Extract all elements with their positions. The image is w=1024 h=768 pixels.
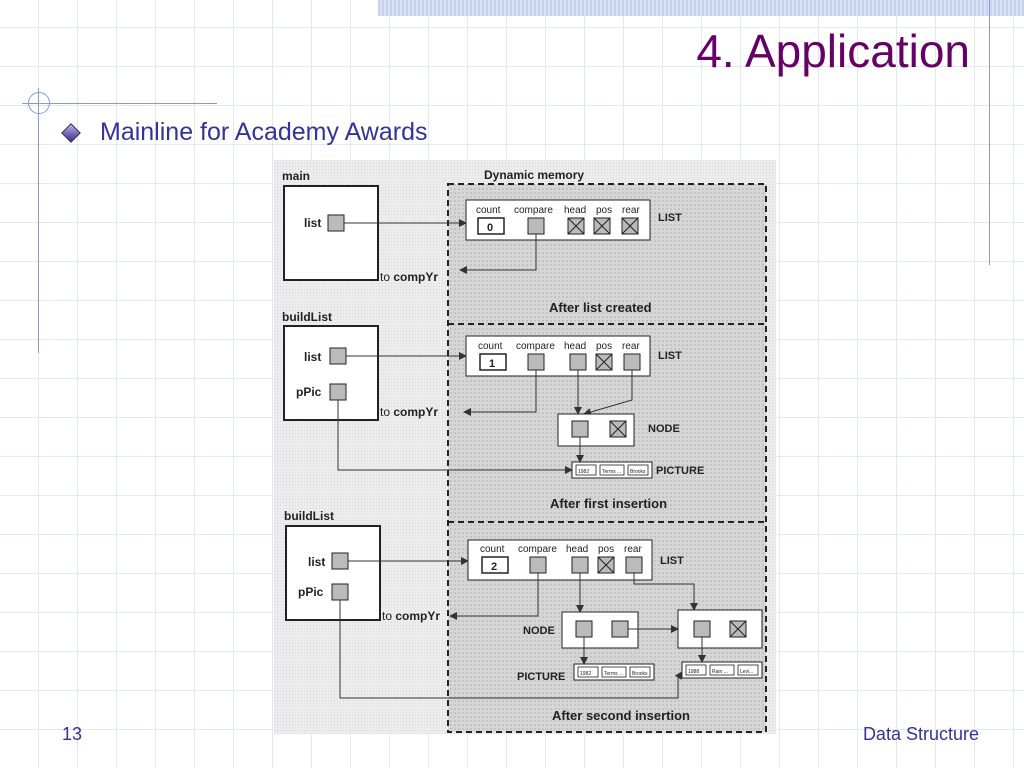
linked-list-diagram: main Dynamic memory list count compare h… <box>274 160 776 734</box>
to-label: to compYr <box>382 609 440 623</box>
null-cross <box>597 556 615 574</box>
field-label: count <box>476 205 501 216</box>
picture-field: Brooks <box>632 671 648 677</box>
pointer-cell <box>527 217 545 235</box>
field-label: compare <box>516 341 555 352</box>
to-label: to compYr <box>380 405 438 419</box>
node-2 <box>677 609 763 649</box>
field-label: rear <box>622 341 640 352</box>
pointer-cell <box>575 620 593 638</box>
pointer-cell <box>527 353 545 371</box>
list-label: list <box>304 350 321 364</box>
compare-arrow <box>463 370 537 416</box>
pointer-cell <box>693 620 711 638</box>
compare-arrow <box>459 234 537 274</box>
count-cell <box>477 217 505 235</box>
field-label: compare <box>518 544 557 555</box>
count-value: 0 <box>487 222 493 234</box>
ppic-arrow <box>339 600 683 699</box>
node-tag: NODE <box>523 625 555 637</box>
field-label: pos <box>596 205 612 216</box>
pointer-cell <box>569 353 587 371</box>
null-cross <box>609 420 627 438</box>
pointer-cell <box>329 383 347 401</box>
null-cross <box>593 217 611 235</box>
field-label: count <box>480 544 505 555</box>
ppic-label: pPic <box>298 585 324 599</box>
slide-title: 4. Application <box>696 25 970 77</box>
count-cell <box>481 556 509 574</box>
list-tag: LIST <box>658 350 682 362</box>
rear-arrow <box>583 370 633 416</box>
page-number: 13 <box>62 724 83 744</box>
pointer-cell <box>611 620 629 638</box>
count-cell <box>479 353 507 371</box>
list-label: list <box>304 216 321 230</box>
count-value: 2 <box>491 561 497 573</box>
list-label: list <box>308 555 325 569</box>
diamond-bullet-icon <box>61 123 81 143</box>
pointer-cell <box>625 556 643 574</box>
field-label: rear <box>624 544 642 555</box>
buildlist-frame <box>285 525 381 621</box>
node-tag: NODE <box>648 423 680 435</box>
left-decorative-hline <box>22 103 217 104</box>
buildlist-label: buildList <box>284 509 334 523</box>
picture-field: 1982 <box>580 671 591 677</box>
rear-arrow <box>633 573 698 611</box>
pointer-cell <box>331 552 349 570</box>
picture-field: 1988 <box>688 669 699 675</box>
field-label: head <box>566 544 588 555</box>
field-label: head <box>564 205 586 216</box>
bullet-text: Mainline for Academy Awards <box>100 118 428 146</box>
right-decorative-line <box>989 0 990 265</box>
to-label: to compYr <box>380 270 438 284</box>
compare-arrow <box>449 573 539 620</box>
main-frame <box>283 185 379 281</box>
pointer-cell <box>571 420 589 438</box>
field-label: pos <box>598 544 614 555</box>
field-label: rear <box>622 205 640 216</box>
field-label: count <box>478 341 503 352</box>
pointer-cell <box>529 556 547 574</box>
list-tag: LIST <box>660 555 684 567</box>
pointer-cell <box>331 583 349 601</box>
ppic-arrow <box>337 400 573 474</box>
buildlist-label: buildList <box>282 310 332 324</box>
list-tag: LIST <box>658 212 682 224</box>
top-decorative-band <box>378 0 1024 16</box>
buildlist-frame <box>283 325 379 421</box>
null-cross <box>729 620 747 638</box>
pointer-cell <box>571 556 589 574</box>
main-label: main <box>282 169 310 183</box>
picture-field: Brooks <box>630 469 646 475</box>
picture-tag: PICTURE <box>517 671 565 683</box>
ppic-label: pPic <box>296 385 322 399</box>
decorative-circle <box>28 92 50 114</box>
field-label: compare <box>514 205 553 216</box>
picture-field: Terms ... <box>604 671 623 677</box>
left-decorative-vline <box>38 88 39 353</box>
field-label: head <box>564 341 586 352</box>
dynamic-memory-area <box>447 183 767 733</box>
field-label: pos <box>596 341 612 352</box>
pointer-cell <box>623 353 641 371</box>
null-cross <box>567 217 585 235</box>
footer-text: Data Structure <box>862 724 979 744</box>
null-cross <box>621 217 639 235</box>
section-caption: After list created <box>549 300 652 315</box>
picture-field: Rain ... <box>712 669 728 675</box>
pointer-cell <box>327 214 345 232</box>
picture-field: Terms ... <box>602 469 621 475</box>
section-caption: After first insertion <box>550 496 667 511</box>
picture-field: 1982 <box>578 469 589 475</box>
picture-tag: PICTURE <box>656 465 704 477</box>
dynamic-memory-label: Dynamic memory <box>484 168 584 182</box>
count-value: 1 <box>489 358 495 370</box>
pointer-cell <box>329 347 347 365</box>
picture-field: Levi... <box>740 669 753 675</box>
null-cross <box>595 353 613 371</box>
section-caption: After second insertion <box>552 708 690 723</box>
